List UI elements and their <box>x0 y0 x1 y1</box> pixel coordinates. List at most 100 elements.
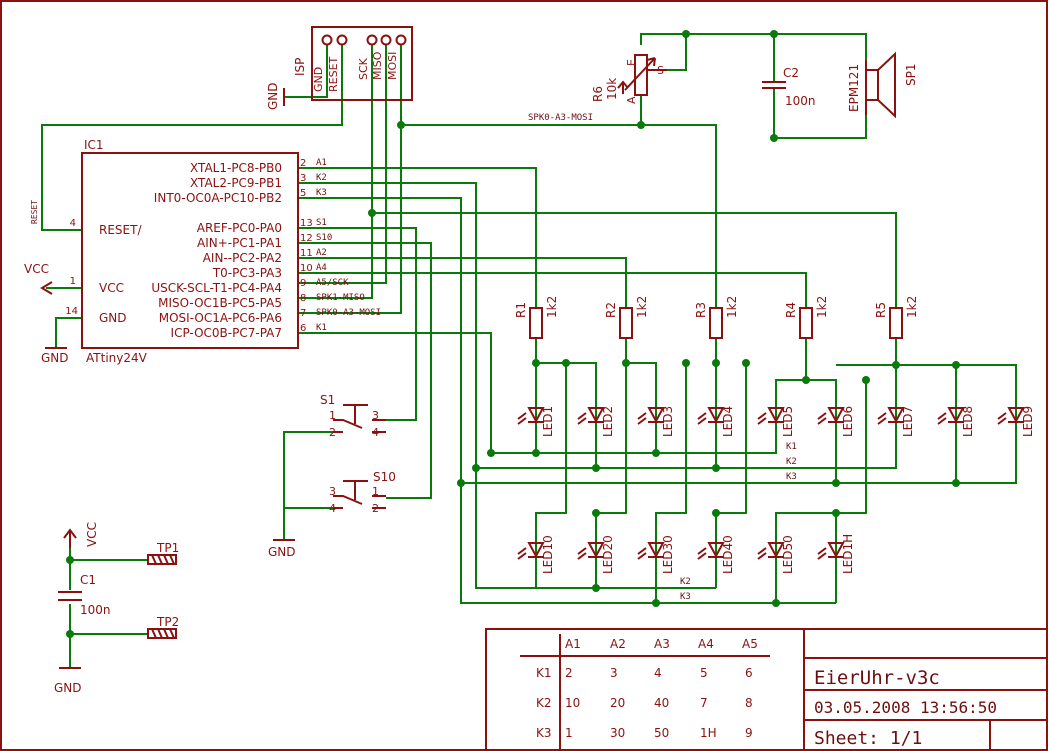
testpoint-tp1: TP1 <box>147 541 179 565</box>
svg-text:7: 7 <box>700 696 708 710</box>
svg-text:30: 30 <box>610 726 625 740</box>
ic1-ref: IC1 <box>84 138 104 152</box>
svg-text:5: 5 <box>300 188 306 199</box>
svg-text:R5: R5 <box>874 302 888 318</box>
svg-text:1k2: 1k2 <box>905 296 919 318</box>
net-label-k2-row2: K2 <box>680 577 691 587</box>
svg-text:R4: R4 <box>784 302 798 318</box>
net-label-k3-row2: K3 <box>680 592 691 602</box>
gnd-symbol-ic: GND <box>41 347 69 365</box>
svg-text:A2: A2 <box>610 637 626 651</box>
gnd-symbol-switches: GND <box>268 539 296 559</box>
pot-r6: R6 10k E A S <box>591 54 667 104</box>
svg-text:SPK1-MISO: SPK1-MISO <box>316 293 365 303</box>
ic1-pin-pa2: AIN--PC2-PA2 <box>203 251 282 265</box>
net-label-reset: RESET <box>30 200 39 224</box>
isp-pin-sck: SCK <box>357 57 370 80</box>
svg-text:10: 10 <box>300 263 313 274</box>
ic1-pin-pa0: AREF-PC0-PA0 <box>197 221 282 235</box>
svg-text:50: 50 <box>654 726 669 740</box>
net-label-k3: K3 <box>786 472 797 482</box>
svg-text:9: 9 <box>745 726 753 740</box>
svg-text:GND: GND <box>41 351 69 365</box>
c1-value: 100n <box>80 603 111 617</box>
svg-text:4: 4 <box>329 502 336 515</box>
resistor-r3: R3 1k2 <box>694 296 739 339</box>
svg-text:LED4: LED4 <box>721 406 735 437</box>
svg-text:A1: A1 <box>565 637 581 651</box>
pot-value: 10k <box>605 78 619 100</box>
gnd-symbol-c1: GND <box>54 667 82 695</box>
led-7: LED7 <box>877 406 915 437</box>
svg-text:3: 3 <box>610 666 618 680</box>
speaker-ref: SP1 <box>904 64 918 87</box>
svg-text:K1: K1 <box>536 666 552 680</box>
gnd-symbol-isp: GND <box>266 82 285 110</box>
svg-text:1: 1 <box>70 276 76 287</box>
svg-text:2: 2 <box>300 158 306 169</box>
svg-text:LED2: LED2 <box>601 406 615 437</box>
ic1-pin-pa5: MISO-OC1B-PC5-PA5 <box>158 296 282 310</box>
svg-text:LED20: LED20 <box>601 535 615 574</box>
svg-text:1k2: 1k2 <box>725 296 739 318</box>
title-block: EierUhr-v3c 03.05.2008 13:56:50 Sheet: 1… <box>485 628 1047 751</box>
net-label-k2: K2 <box>786 457 797 467</box>
resistor-r2: R2 1k2 <box>604 296 649 339</box>
svg-text:VCC: VCC <box>24 262 49 276</box>
led-1: LED1 <box>517 406 555 437</box>
ic1-pin-vcc: VCC <box>99 281 124 295</box>
svg-text:1: 1 <box>372 485 379 498</box>
svg-text:1H: 1H <box>700 726 717 740</box>
svg-text:4: 4 <box>372 426 379 439</box>
svg-text:LED9: LED9 <box>1021 406 1035 437</box>
svg-text:3: 3 <box>329 485 336 498</box>
led-table: A1 A2 A3 A4 A5 K1 2 3 4 5 6 K2 10 20 40 … <box>520 634 770 751</box>
led-5: LED5 <box>757 406 795 437</box>
resistor-r4: R4 1k2 <box>784 296 829 339</box>
led-3: LED3 <box>637 406 675 437</box>
svg-text:5: 5 <box>700 666 708 680</box>
svg-text:VCC: VCC <box>85 522 99 547</box>
svg-text:K3: K3 <box>536 726 552 740</box>
svg-text:3: 3 <box>372 409 379 422</box>
wires <box>41 33 1017 668</box>
led-30: LED30 <box>637 535 675 574</box>
svg-text:GND: GND <box>268 545 296 559</box>
svg-text:LED1H: LED1H <box>841 534 855 574</box>
c2-ref: C2 <box>783 66 799 80</box>
svg-text:LED50: LED50 <box>781 535 795 574</box>
svg-text:1: 1 <box>329 409 336 422</box>
led-40: LED40 <box>697 535 735 574</box>
ic1-attiny24v: IC1 ATtiny24V RESET/ VCC GND 4 1 14 XTAL… <box>65 138 381 365</box>
ic1-value: ATtiny24V <box>86 351 148 365</box>
svg-text:LED3: LED3 <box>661 406 675 437</box>
svg-text:12: 12 <box>300 233 313 244</box>
junctions <box>66 30 960 638</box>
testpoint-tp2: TP2 <box>147 615 179 639</box>
switch-s1-ref: S1 <box>320 393 335 407</box>
led-6: LED6 <box>817 406 855 437</box>
svg-text:K2: K2 <box>316 173 327 183</box>
led-1h: LED1H <box>817 534 855 574</box>
ic1-pin-reset: RESET/ <box>99 223 142 237</box>
title-block-date: 03.05.2008 13:56:50 <box>814 698 997 717</box>
isp-pin-miso: MISO <box>371 51 384 80</box>
pot-ref: R6 <box>591 86 605 102</box>
svg-text:8: 8 <box>300 293 306 304</box>
svg-text:2: 2 <box>372 502 379 515</box>
svg-text:K1: K1 <box>316 323 327 333</box>
ic1-pin-pb0: XTAL1-PC8-PB0 <box>190 161 282 175</box>
svg-text:14: 14 <box>65 306 78 317</box>
title-block-title: EierUhr-v3c <box>814 667 940 689</box>
ic1-pin-gnd: GND <box>99 311 127 325</box>
svg-text:1: 1 <box>565 726 573 740</box>
svg-text:6: 6 <box>300 323 306 334</box>
led-8: LED8 <box>937 406 975 437</box>
led-row-1: LED1 LED2 LED3 LED4 LED5 LED6 LED7 LED8 … <box>517 406 1035 437</box>
svg-text:A3: A3 <box>654 637 670 651</box>
svg-text:A1: A1 <box>316 158 327 168</box>
switch-s10: S10 1 2 3 4 <box>329 470 396 515</box>
svg-text:A2: A2 <box>316 248 327 258</box>
svg-text:10: 10 <box>565 696 580 710</box>
svg-text:SPK0-A3-MOSI: SPK0-A3-MOSI <box>316 308 381 318</box>
